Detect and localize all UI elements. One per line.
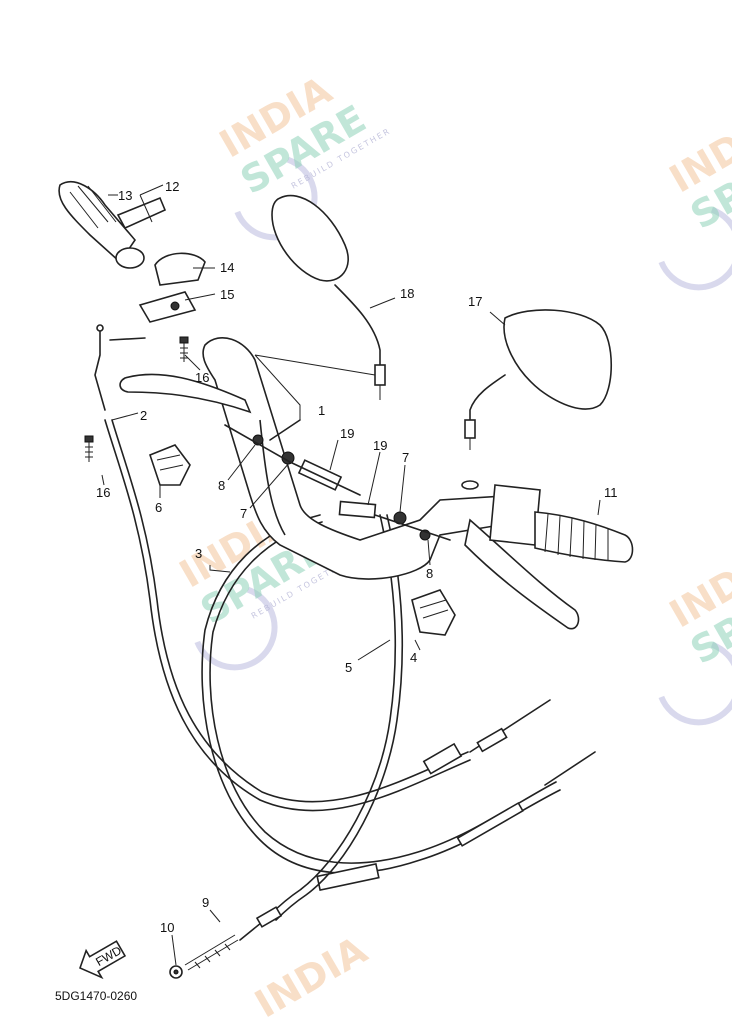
switch-6 xyxy=(149,444,191,486)
screw-16-upper xyxy=(179,336,189,362)
mirror-17 xyxy=(461,309,613,490)
switch-4 xyxy=(411,589,456,636)
adjuster-19-left xyxy=(297,459,343,491)
diagram-code: 5DG1470-0260 xyxy=(55,989,137,1003)
grip-clamp-14 xyxy=(154,252,206,286)
callout-10: 10 xyxy=(160,920,174,935)
leader-lines xyxy=(101,184,601,966)
cable-2-throttle xyxy=(104,419,551,812)
holder-15 xyxy=(138,291,197,323)
callout-17: 17 xyxy=(468,294,482,309)
right-grip xyxy=(489,484,634,563)
callout-1: 1 xyxy=(318,403,325,418)
callout-18: 18 xyxy=(400,286,414,301)
callout-15: 15 xyxy=(220,287,234,302)
callout-7-right: 7 xyxy=(402,450,409,465)
spring-9 xyxy=(184,906,283,971)
callout-13: 13 xyxy=(118,188,132,203)
watermark-bottom-edge: INDIA xyxy=(248,928,375,1025)
watermark-right-bottom: INDIA SPARE xyxy=(658,538,732,726)
callout-3: 3 xyxy=(195,546,202,561)
callout-6: 6 xyxy=(155,500,162,515)
left-grip xyxy=(58,181,167,269)
callout-19-left: 19 xyxy=(340,426,354,441)
watermark-right-top: INDIA SPARE xyxy=(658,103,732,291)
holder-15-bolt xyxy=(170,301,180,311)
callout-16-upper: 16 xyxy=(195,370,209,385)
right-lever xyxy=(464,518,580,630)
callout-8-left: 8 xyxy=(218,478,225,493)
callout-12: 12 xyxy=(165,179,179,194)
fwd-arrow-icon: FWD xyxy=(78,940,127,980)
svg-text:INDIA: INDIA xyxy=(248,928,375,1025)
callout-7-left: 7 xyxy=(240,506,247,521)
callout-8-right: 8 xyxy=(426,566,433,581)
mirror-18 xyxy=(271,194,386,400)
callout-labels: 12 13 14 15 16 18 17 1 2 19 19 7 16 6 8 … xyxy=(96,179,618,935)
callout-2: 2 xyxy=(140,408,147,423)
left-lever xyxy=(119,373,252,414)
callout-11: 11 xyxy=(604,485,618,500)
throttle-cable-ends xyxy=(94,327,146,411)
adjuster-19-right xyxy=(338,500,377,519)
callout-9: 9 xyxy=(202,895,209,910)
callout-5: 5 xyxy=(345,660,352,675)
screw-16-lower xyxy=(84,435,94,462)
callout-4: 4 xyxy=(410,650,417,665)
callout-16-lower: 16 xyxy=(96,485,110,500)
throttle-cable-end-tip xyxy=(96,324,104,332)
callout-19-right: 19 xyxy=(373,438,387,453)
cable-3-throttle xyxy=(201,514,596,892)
end-10 xyxy=(169,965,183,979)
callout-14: 14 xyxy=(220,260,234,275)
